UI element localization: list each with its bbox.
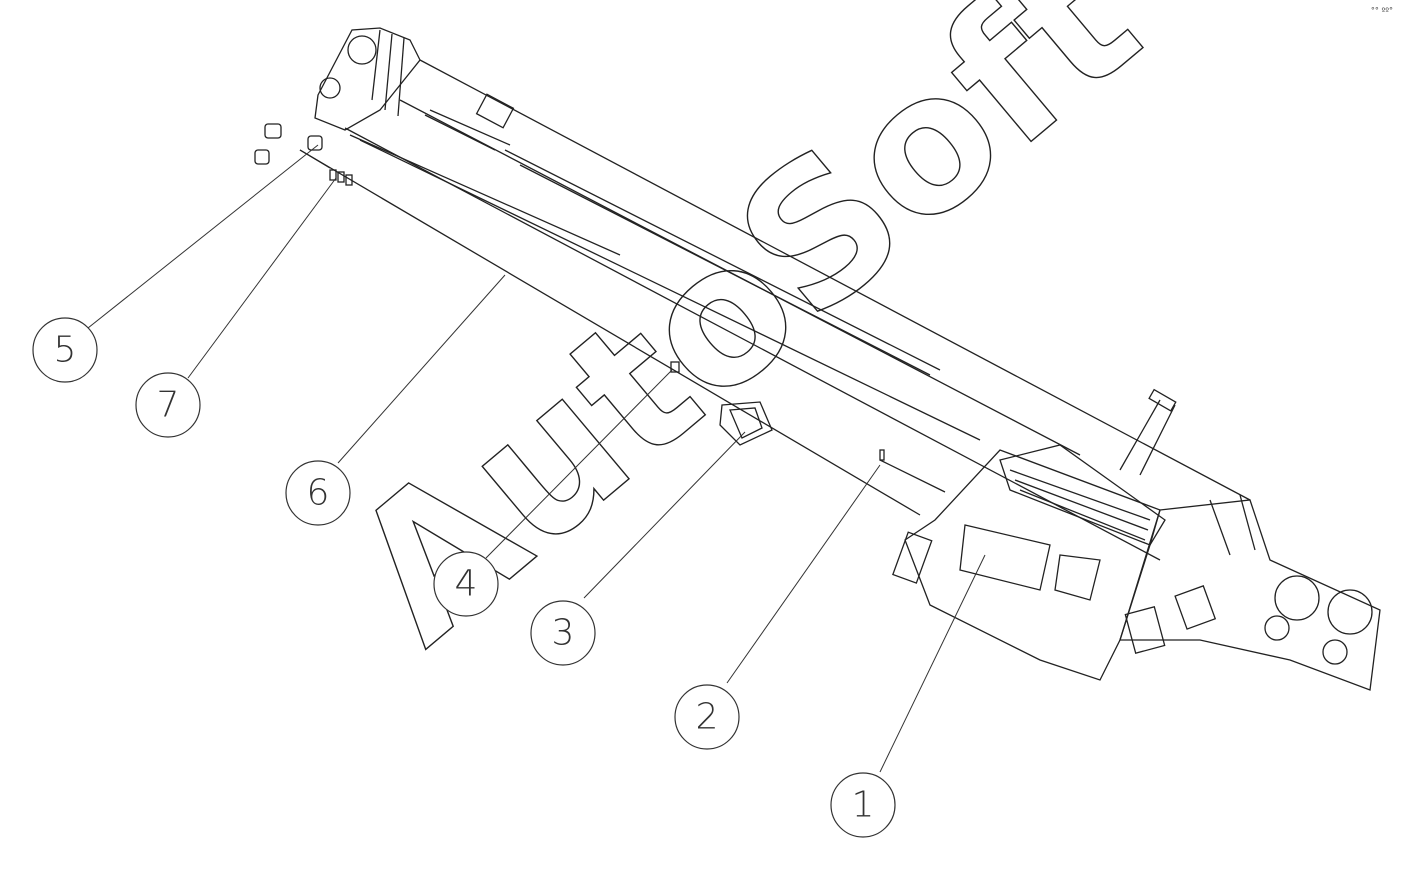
callout-5-label: 5 bbox=[54, 330, 77, 371]
callout-4-label: 4 bbox=[455, 564, 478, 605]
leader-lines bbox=[87, 144, 986, 773]
callout-6-label: 6 bbox=[307, 473, 330, 514]
callout-3: 3 bbox=[530, 600, 596, 666]
callout-2-label: 2 bbox=[696, 697, 719, 738]
callout-5: 5 bbox=[32, 317, 98, 383]
callout-7-label: 7 bbox=[157, 385, 180, 426]
callout-2: 2 bbox=[674, 684, 740, 750]
callout-7: 7 bbox=[135, 372, 201, 438]
callout-3-label: 3 bbox=[552, 613, 575, 654]
corner-mark: °° ºº° bbox=[1370, 6, 1393, 15]
callout-4: 4 bbox=[433, 551, 499, 617]
callout-1: 1 bbox=[830, 772, 896, 838]
callout-6: 6 bbox=[285, 460, 351, 526]
callout-1-label: 1 bbox=[852, 785, 875, 826]
crane-boom-drawing bbox=[254, 27, 1381, 691]
